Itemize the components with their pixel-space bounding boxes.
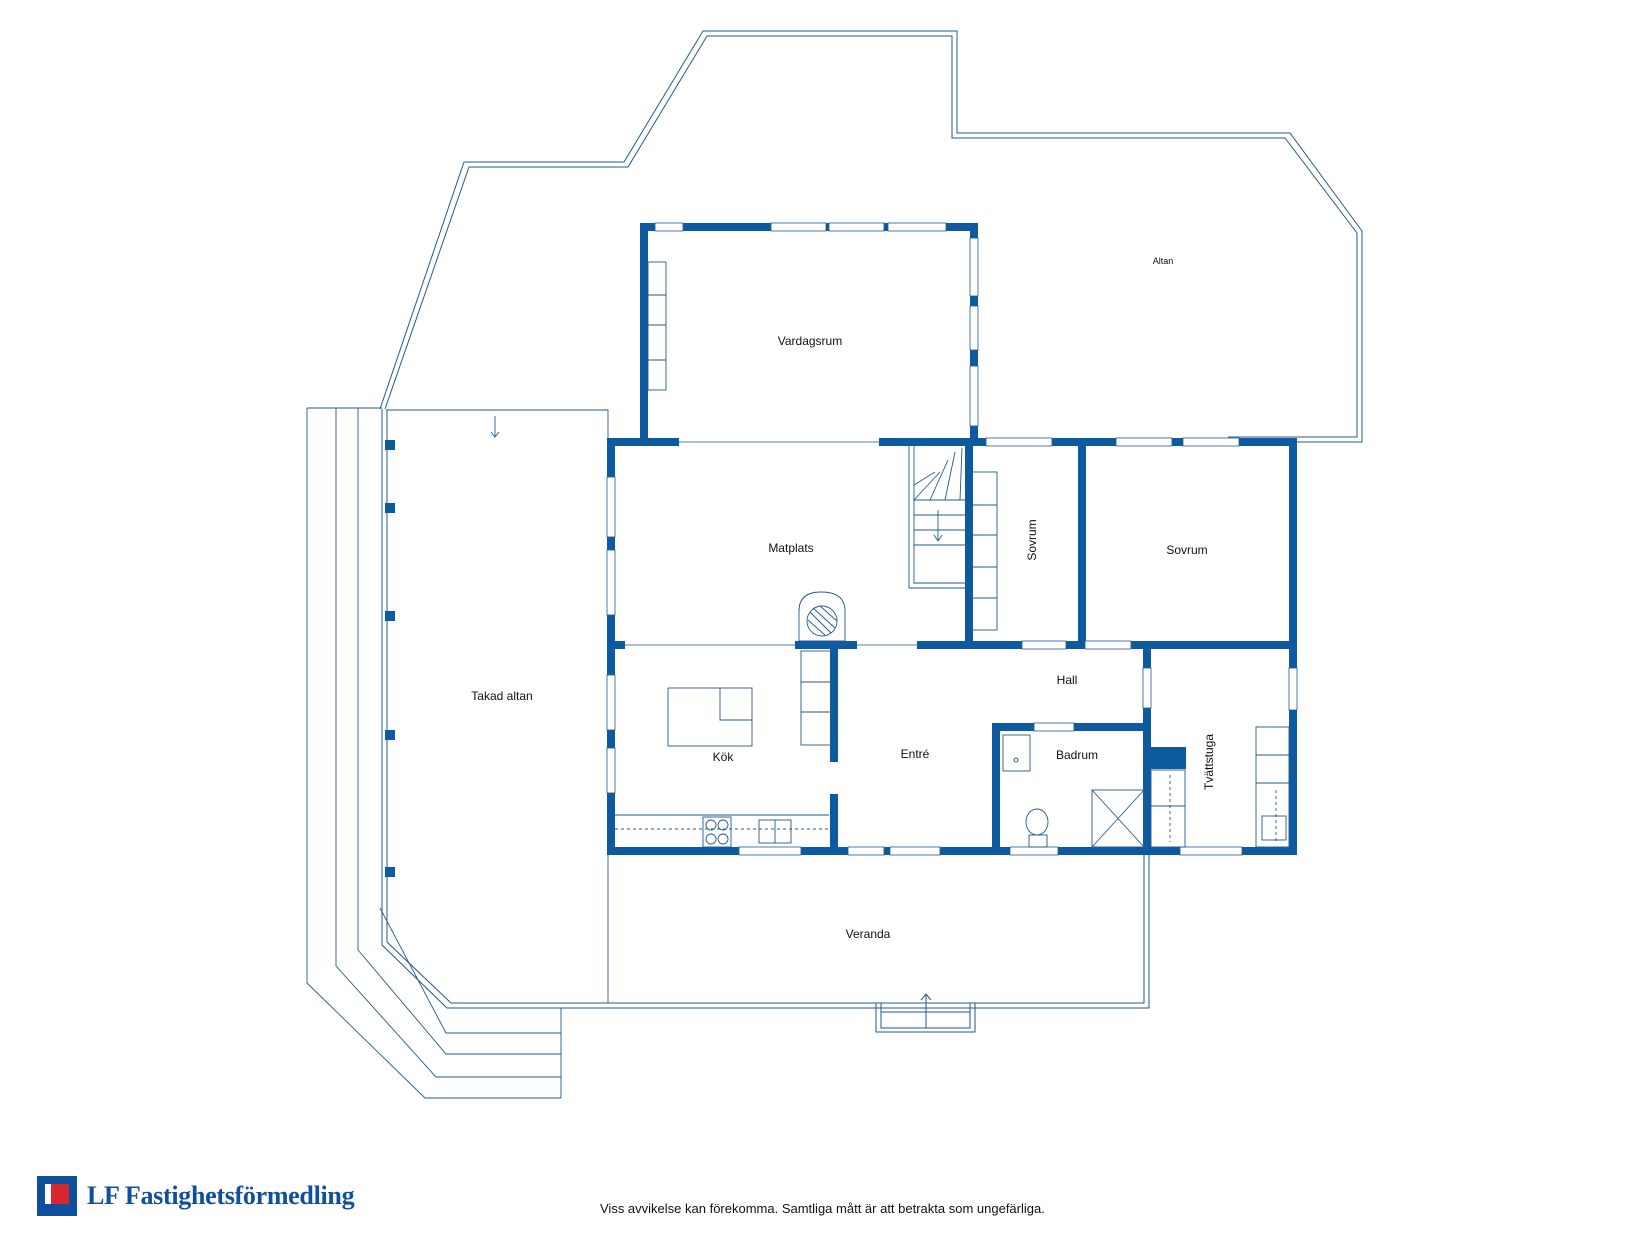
deck-posts xyxy=(385,440,395,877)
deck-outline xyxy=(379,30,1363,1033)
room-label-veranda: Veranda xyxy=(846,927,891,941)
room-label-sovrum-large: Sovrum xyxy=(1166,543,1207,557)
brand: LF Fastighetsförmedling xyxy=(37,1176,355,1216)
deck-steps xyxy=(306,407,609,1099)
room-label-badrum: Badrum xyxy=(1056,748,1098,762)
room-label-kok: Kök xyxy=(713,750,735,764)
chimney-block xyxy=(1151,747,1186,769)
room-label-takad-altan: Takad altan xyxy=(471,689,532,703)
room-labels: Vardagsrum Altan Matplats Sovrum Sovrum … xyxy=(471,256,1216,941)
room-label-hall: Hall xyxy=(1057,673,1078,687)
room-label-vardagsrum: Vardagsrum xyxy=(778,334,842,348)
room-label-entre: Entré xyxy=(901,747,930,761)
windows xyxy=(606,222,1298,856)
opening-lines xyxy=(625,441,917,646)
room-label-tvattstuga: Tvättstuga xyxy=(1202,734,1216,790)
openings xyxy=(625,437,917,794)
brand-name: LF Fastighetsförmedling xyxy=(87,1181,355,1210)
brand-logo-icon xyxy=(37,1176,77,1216)
room-label-matplats: Matplats xyxy=(768,541,813,555)
fixtures xyxy=(615,261,1290,848)
disclaimer-text: Viss avvikelse kan förekomma. Samtliga m… xyxy=(600,1201,1045,1216)
room-label-sovrum-small: Sovrum xyxy=(1025,519,1039,560)
room-label-altan: Altan xyxy=(1153,256,1174,266)
